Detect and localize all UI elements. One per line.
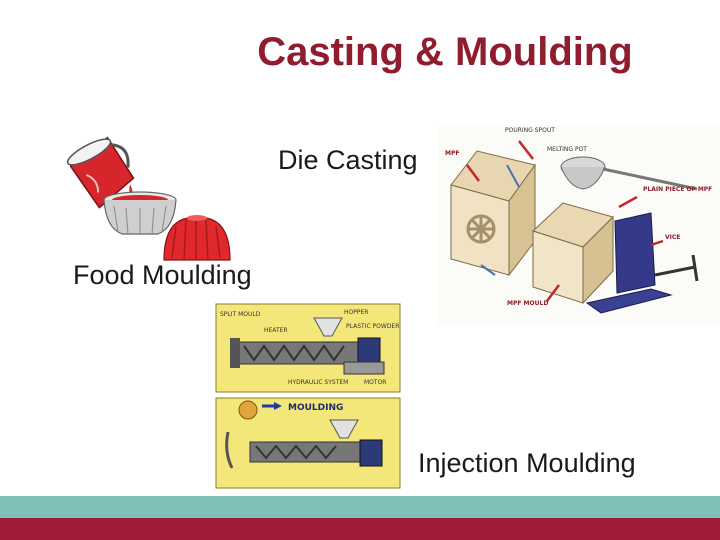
annotation-arrows (466, 140, 664, 302)
annotation-hopper: HOPPER (344, 309, 368, 316)
footer-bar-maroon (0, 518, 720, 540)
annotation-moulding: MOULDING (288, 403, 343, 413)
footer-bar-teal (0, 496, 720, 518)
label-food-moulding: Food Moulding (73, 260, 252, 290)
annotation-heater: HEATER (264, 327, 288, 334)
red-jelly (163, 215, 231, 261)
injection-moulding-illustration: SPLIT MOULD HOPPER PLASTIC POWDER HEATER… (215, 303, 401, 489)
annotation-plastic-powder: PLASTIC POWDER (346, 323, 399, 330)
label-injection-moulding: Injection Moulding (418, 448, 636, 478)
injection-panel-top (215, 303, 401, 393)
jelly-mould (103, 191, 177, 235)
annotation-vice: VICE (665, 234, 680, 241)
annotation-pouring-spout: POURING SPOUT (505, 127, 555, 134)
vice-assembly (532, 202, 699, 314)
annotation-motor: MOTOR (364, 379, 386, 386)
annotation-hydraulic-system: HYDRAULIC SYSTEM (288, 379, 348, 386)
annotation-split-mould: SPLIT MOULD (220, 311, 261, 318)
food-moulding-illustration (66, 136, 231, 261)
annotation-mpf-mould: MPF MOULD (507, 300, 548, 307)
label-die-casting: Die Casting (278, 145, 418, 175)
annotation-arrows-blue (480, 164, 520, 276)
annotation-plain-piece: PLAIN PIECE OF MPF (643, 186, 712, 193)
annotation-melting-pot: MELTING POT (547, 146, 587, 153)
injection-panel-bottom (215, 397, 401, 489)
annotation-mpf: MPF (445, 150, 459, 157)
die-casting-illustration: POURING SPOUT MPF MELTING POT PLAIN PIEC… (437, 125, 720, 325)
slide-title: Casting & Moulding (257, 30, 633, 74)
melting-pot (560, 156, 698, 191)
mpf-mould-half (450, 150, 536, 277)
pouring-jug (66, 136, 135, 209)
